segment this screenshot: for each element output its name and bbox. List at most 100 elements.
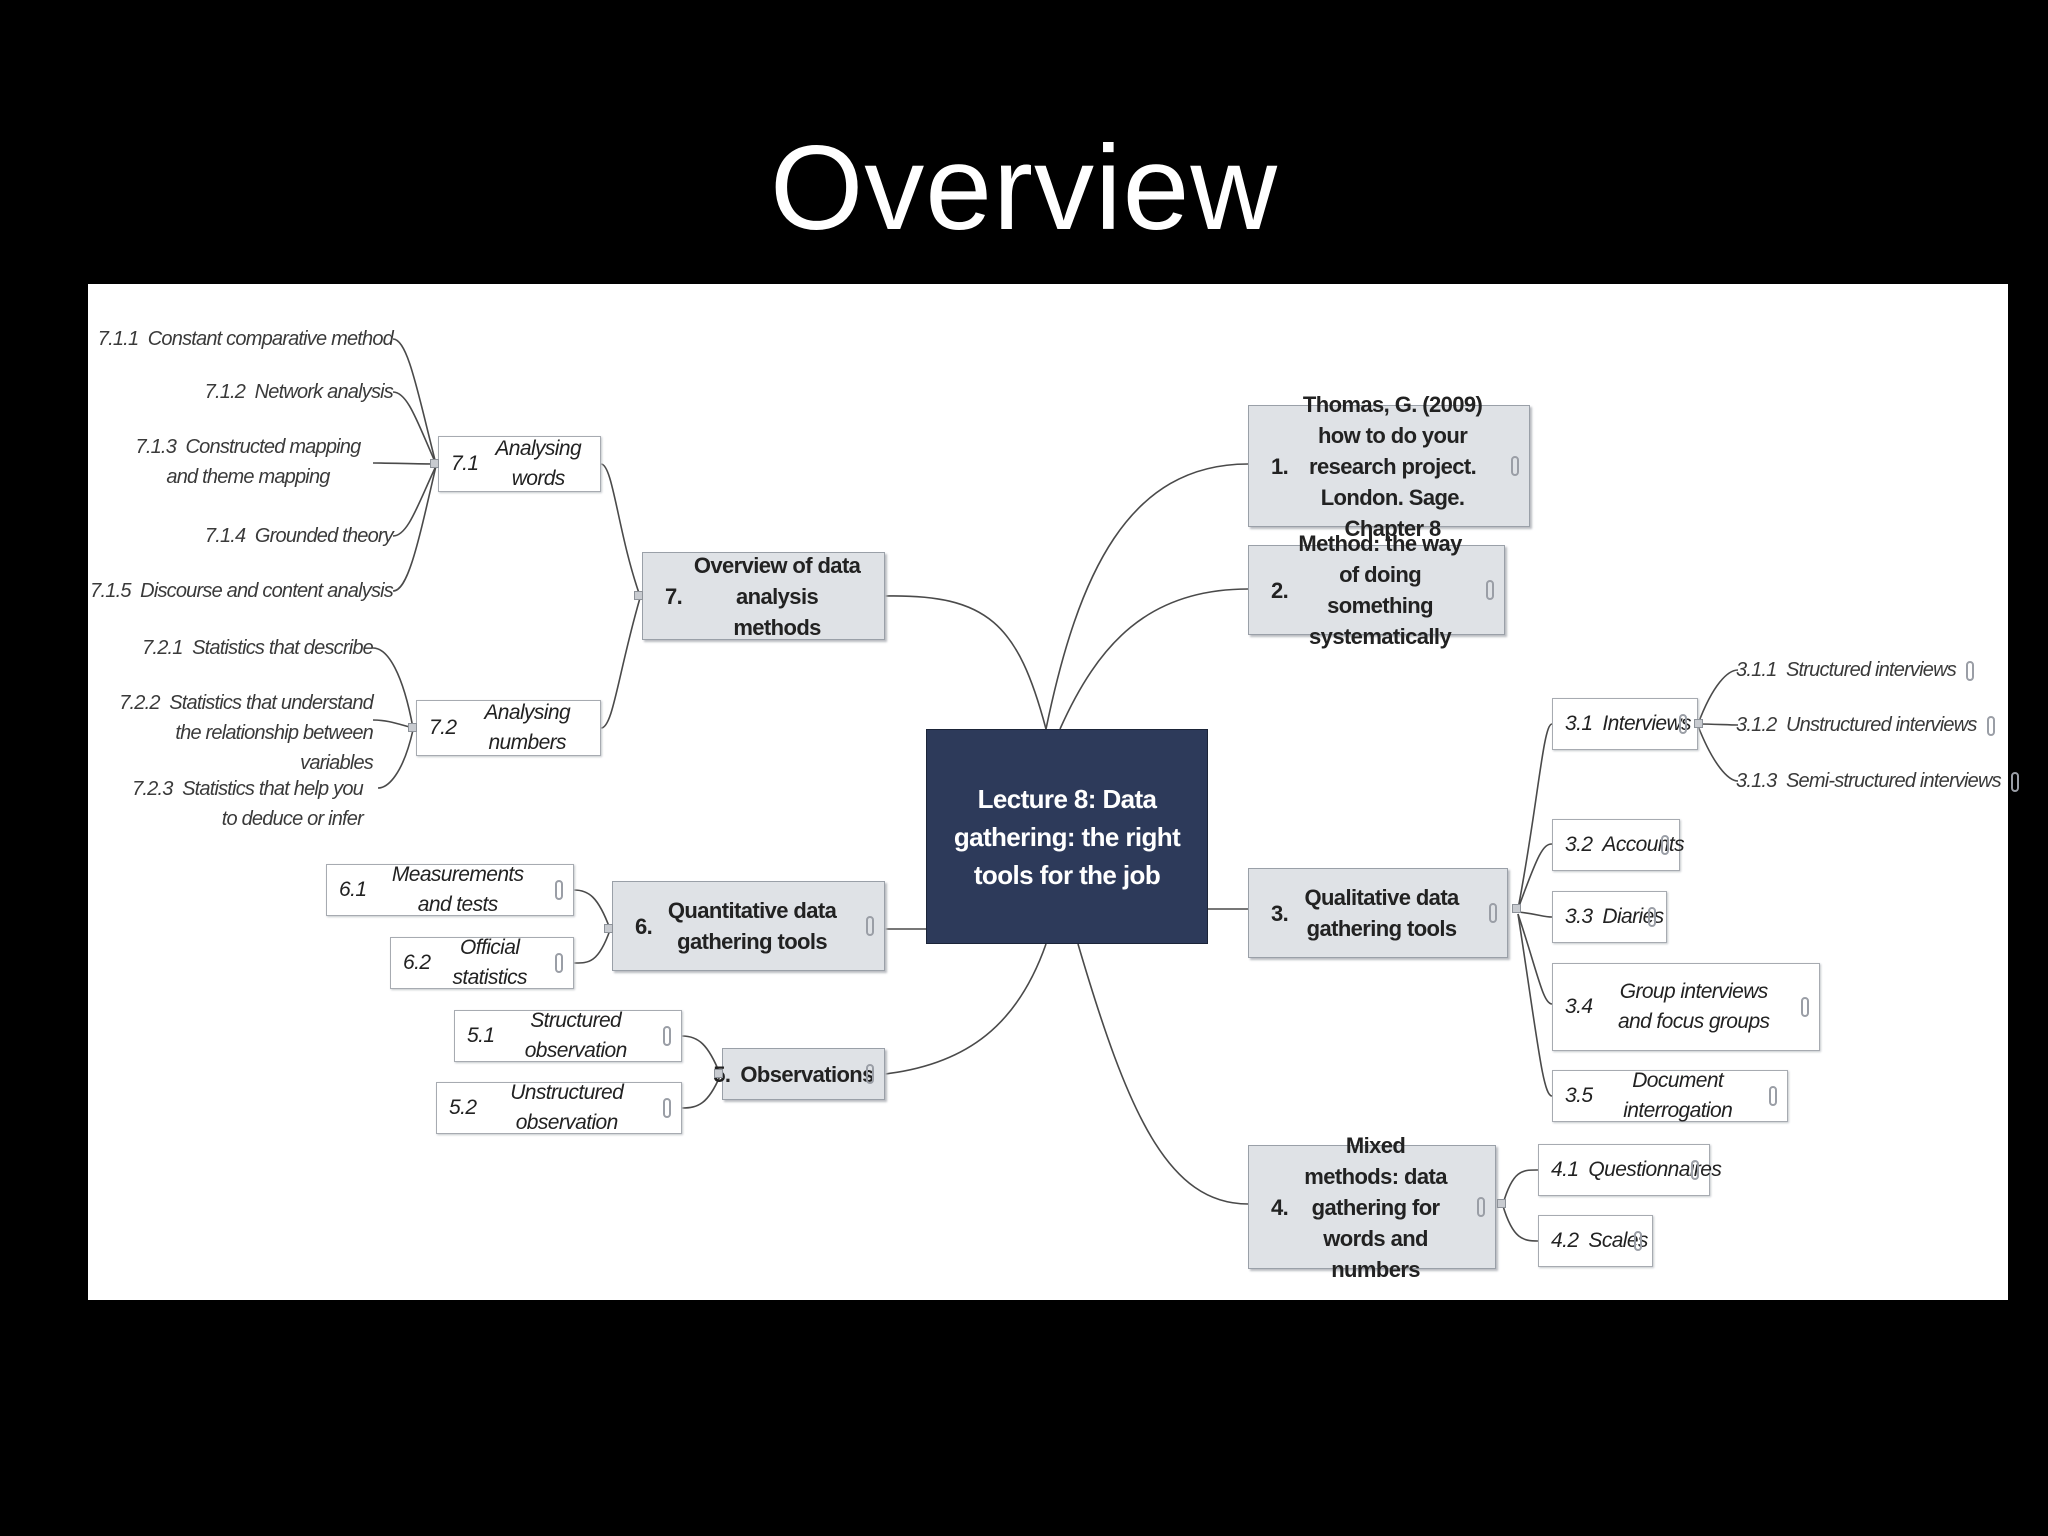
subtopic-3-5-label: Document interrogation (1623, 1069, 1733, 1122)
paperclip-icon[interactable] (1486, 580, 1494, 600)
link-t4-s41 (1502, 1169, 1539, 1205)
topic-1[interactable]: 1. Thomas, G. (2009) how to do your rese… (1248, 392, 1530, 541)
link-s72-l723 (377, 729, 414, 789)
link-center-t4 (1077, 943, 1249, 1205)
paperclip-icon[interactable] (663, 1026, 671, 1046)
subtopic-3-5[interactable]: 3.5 Document interrogation (1552, 1069, 1788, 1122)
collapse-toggle-topic-5[interactable] (714, 1069, 723, 1078)
paperclip-icon[interactable] (1679, 714, 1687, 734)
central-topic-label: Lecture 8: Data gathering: the right too… (953, 783, 1181, 890)
leaf-7-2-3-number: 7.2.3 (132, 778, 173, 800)
paperclip-icon[interactable] (663, 1098, 671, 1118)
topic-6[interactable]: 6. Quantitative data gathering tools (612, 881, 885, 971)
link-s71-l712 (392, 391, 437, 465)
topic-3[interactable]: 3. Qualitative data gathering tools (1248, 868, 1508, 958)
leaf-7-2-2[interactable]: 7.2.2 Statistics that understand the rel… (103, 688, 374, 778)
subtopic-4-2[interactable]: 4.2 Scales (1538, 1215, 1653, 1267)
topic-1-label: Thomas, G. (2009) how to do your researc… (1302, 391, 1483, 541)
paperclip-icon[interactable] (1477, 1197, 1485, 1217)
leaf-7-1-3[interactable]: 7.1.3 Constructed mapping and theme mapp… (128, 432, 368, 492)
collapse-toggle-topic-7[interactable] (634, 591, 643, 600)
link-s71-l711 (392, 338, 437, 465)
mind-map-panel: Lecture 8: Data gathering: the right too… (88, 284, 2019, 1300)
paperclip-icon[interactable] (1511, 456, 1519, 476)
subtopic-7-1[interactable]: 7.1 Analysing words (438, 436, 601, 492)
leaf-7-2-2-number: 7.2.2 (119, 692, 160, 714)
paperclip-icon[interactable] (1986, 715, 1995, 736)
link-t5-s51 (681, 1035, 721, 1075)
topic-5[interactable]: 5. Observations (713, 1048, 885, 1100)
subtopic-5-1[interactable]: 5.1 Structured observation (454, 1009, 682, 1062)
link-s31-l312 (1697, 723, 1739, 726)
leaf-7-2-3[interactable]: 7.2.3 Statistics that help you to deduce… (123, 774, 364, 834)
link-s31-l311 (1697, 669, 1739, 725)
subtopic-7-2[interactable]: 7.2 Analysing numbers (416, 700, 601, 756)
subtopic-3-4[interactable]: 3.4 Group interviews and focus groups (1552, 963, 1820, 1051)
paperclip-icon[interactable] (1769, 1086, 1777, 1106)
leaf-7-2-2-label: Statistics that understand the relations… (169, 692, 374, 774)
leaf-3-1-3[interactable]: 3.1.3 Semi-structured interviews (1736, 766, 2019, 796)
paperclip-icon[interactable] (1661, 835, 1669, 855)
subtopic-3-3[interactable]: 3.3 Diaries (1552, 891, 1667, 943)
mind-map-connectors (372, 338, 1739, 1242)
paperclip-icon[interactable] (1965, 660, 1974, 681)
subtopic-7-2-label: Analysing numbers (484, 701, 571, 754)
subtopic-4-1[interactable]: 4.1 Questionnaires (1538, 1144, 1722, 1196)
leaf-7-1-2[interactable]: 7.1.2 Network analysis (205, 377, 394, 407)
link-s72-l722 (372, 719, 414, 729)
collapse-toggle-topic-4[interactable] (1497, 1199, 1506, 1208)
subtopic-3-2[interactable]: 3.2 Accounts (1552, 819, 1685, 871)
subtopic-4-2-label: Scales (1588, 1229, 1648, 1252)
topic-7[interactable]: 7. Overview of data analysis methods (642, 552, 885, 640)
link-center-t7 (884, 595, 1047, 730)
leaf-3-1-1[interactable]: 3.1.1 Structured interviews (1736, 655, 1974, 685)
link-s71-l713 (372, 462, 437, 465)
collapse-toggle-subtopic-7-1[interactable] (430, 459, 439, 468)
paperclip-icon[interactable] (1691, 1160, 1699, 1180)
paperclip-icon[interactable] (866, 916, 874, 936)
paperclip-icon[interactable] (1801, 997, 1809, 1017)
subtopic-3-1-label: Interviews (1602, 712, 1691, 735)
link-t6-s62 (573, 929, 611, 964)
paperclip-icon[interactable] (1489, 903, 1497, 923)
link-t6-s61 (573, 889, 611, 930)
collapse-toggle-topic-6[interactable] (604, 924, 613, 933)
subtopic-5-2-number: 5.2 (449, 1096, 477, 1119)
collapse-toggle-subtopic-3-1[interactable] (1694, 719, 1703, 728)
subtopic-4-1-label: Questionnaires (1588, 1158, 1722, 1181)
paperclip-icon[interactable] (2010, 771, 2019, 792)
subtopic-6-2[interactable]: 6.2 Official statistics (390, 936, 574, 989)
link-t3-s32 (1517, 843, 1553, 910)
paperclip-icon[interactable] (866, 1064, 874, 1084)
collapse-toggle-subtopic-7-2[interactable] (408, 723, 417, 732)
collapse-toggle-topic-3[interactable] (1512, 904, 1521, 913)
topic-4[interactable]: 4. Mixed methods: data gathering for wor… (1248, 1133, 1496, 1282)
topic-5-label: Observations (740, 1061, 874, 1087)
leaf-7-1-4-number: 7.1.4 (204, 525, 246, 547)
paperclip-icon[interactable] (555, 953, 563, 973)
topic-2[interactable]: 2. Method: the way of doing something sy… (1248, 531, 1505, 649)
leaf-7-1-4[interactable]: 7.1.4 Grounded theory (204, 521, 394, 551)
leaf-3-1-2-label: Unstructured interviews (1786, 714, 1977, 736)
leaf-7-1-5[interactable]: 7.1.5 Discourse and content analysis (90, 576, 394, 606)
central-topic[interactable]: Lecture 8: Data gathering: the right too… (926, 729, 1208, 944)
paperclip-icon[interactable] (1648, 907, 1656, 927)
subtopic-3-1[interactable]: 3.1 Interviews (1552, 698, 1698, 750)
leaf-7-2-1[interactable]: 7.2.1 Statistics that describe (142, 633, 374, 663)
leaf-7-1-1[interactable]: 7.1.1 Constant comparative method (97, 324, 394, 354)
topic-6-label: Quantitative data gathering tools (667, 898, 837, 954)
paperclip-icon[interactable] (555, 880, 563, 900)
leaf-7-1-5-number: 7.1.5 (90, 580, 131, 602)
subtopic-6-1[interactable]: 6.1 Measurements and tests (326, 863, 574, 916)
subtopic-7-2-number: 7.2 (429, 716, 457, 739)
topic-7-label: Overview of data analysis methods (693, 552, 861, 640)
leaf-7-2-3-label: Statistics that help you to deduce or in… (182, 778, 364, 830)
link-t7-s71 (600, 463, 641, 597)
topic-7-number: 7. (665, 583, 683, 609)
topic-6-number: 6. (635, 913, 653, 939)
subtopic-5-2[interactable]: 5.2 Unstructured observation (436, 1081, 682, 1134)
leaf-7-1-1-number: 7.1.1 (97, 328, 139, 350)
link-t3-s35 (1517, 913, 1553, 1097)
leaf-3-1-2[interactable]: 3.1.2 Unstructured interviews (1736, 710, 1995, 740)
paperclip-icon[interactable] (1634, 1231, 1642, 1251)
